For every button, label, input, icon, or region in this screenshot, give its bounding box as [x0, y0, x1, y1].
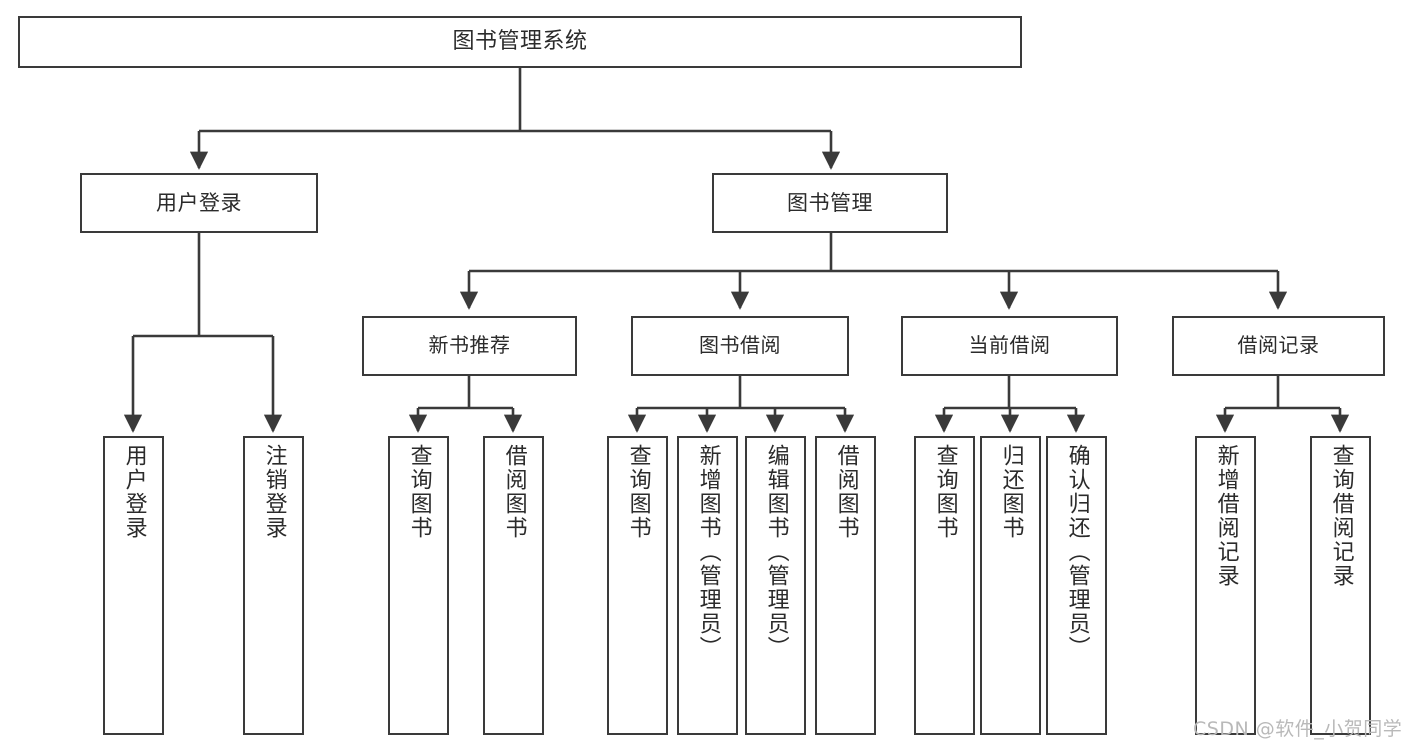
node-user-login[interactable]: 用户登录: [80, 173, 318, 233]
node-label: 注销登录: [261, 444, 287, 540]
node-label: 查询图书: [625, 444, 651, 540]
leaf-user-login[interactable]: 用户登录: [103, 436, 164, 735]
node-current-borrow[interactable]: 当前借阅: [901, 316, 1118, 376]
leaf-current-confirm-return[interactable]: 确认归还（管理员）: [1046, 436, 1107, 735]
leaf-recommend-borrow-book[interactable]: 借阅图书: [483, 436, 544, 735]
node-label: 当前借阅: [968, 333, 1051, 358]
node-label: 借阅记录: [1237, 333, 1320, 358]
node-label: 用户登录: [121, 444, 147, 540]
leaf-user-logout[interactable]: 注销登录: [243, 436, 304, 735]
node-book-borrow[interactable]: 图书借阅: [631, 316, 849, 376]
node-root-system[interactable]: 图书管理系统: [18, 16, 1022, 68]
node-new-book-recommend[interactable]: 新书推荐: [362, 316, 577, 376]
leaf-recommend-query-book[interactable]: 查询图书: [388, 436, 449, 735]
node-label: 图书借阅: [699, 333, 781, 358]
node-label: 图书管理系统: [452, 29, 588, 55]
node-label: 借阅图书: [833, 444, 859, 540]
node-label: 新增借阅记录: [1213, 444, 1239, 588]
node-label: 归还图书: [998, 444, 1024, 540]
leaf-borrow-edit-book[interactable]: 编辑图书（管理员）: [745, 436, 806, 735]
leaf-record-query-record[interactable]: 查询借阅记录: [1310, 436, 1371, 735]
node-label: 新书推荐: [428, 333, 511, 358]
node-label: 新增图书（管理员）: [695, 444, 721, 660]
leaf-current-query-book[interactable]: 查询图书: [914, 436, 975, 735]
node-book-management[interactable]: 图书管理: [712, 173, 948, 233]
node-borrow-record[interactable]: 借阅记录: [1172, 316, 1385, 376]
leaf-record-add-record[interactable]: 新增借阅记录: [1195, 436, 1256, 735]
node-label: 查询图书: [406, 444, 432, 540]
node-label: 查询图书: [932, 444, 958, 540]
node-label: 用户登录: [156, 190, 242, 215]
leaf-current-return-book[interactable]: 归还图书: [980, 436, 1041, 735]
node-label: 图书管理: [787, 190, 873, 215]
node-label: 查询借阅记录: [1328, 444, 1354, 588]
node-label: 借阅图书: [501, 444, 527, 540]
leaf-borrow-add-book[interactable]: 新增图书（管理员）: [677, 436, 738, 735]
leaf-borrow-borrow-book[interactable]: 借阅图书: [815, 436, 876, 735]
node-label: 确认归还（管理员）: [1064, 444, 1090, 660]
node-label: 编辑图书（管理员）: [763, 444, 789, 660]
watermark: CSDN @软件_小贺同学: [1193, 718, 1403, 740]
leaf-borrow-query-book[interactable]: 查询图书: [607, 436, 668, 735]
